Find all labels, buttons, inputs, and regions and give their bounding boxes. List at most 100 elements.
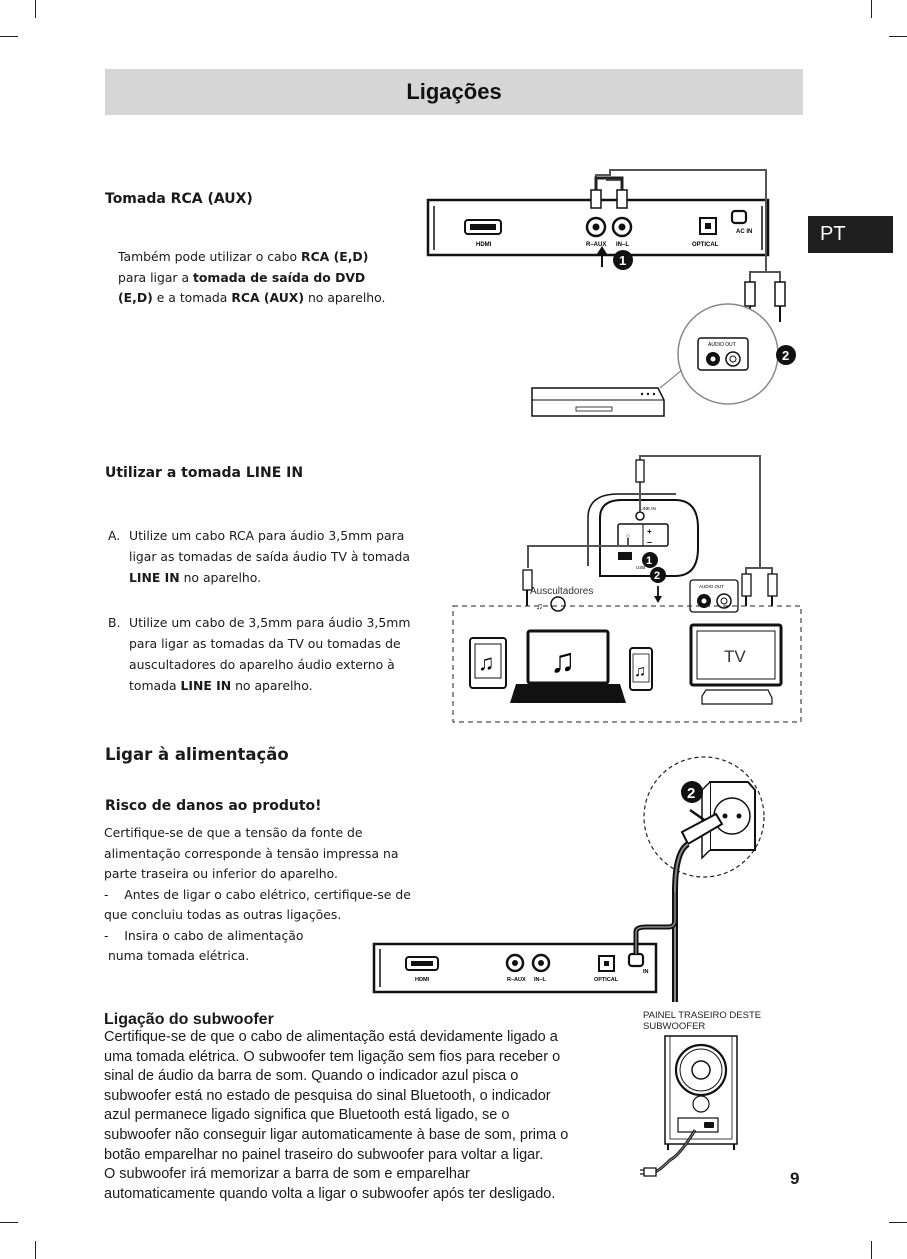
step-2-badge <box>650 567 666 583</box>
power-heading: Ligar à alimentação <box>105 745 289 764</box>
rca-text-4: no aparelho. <box>304 290 386 305</box>
linein-heading: Utilizar a tomada LINE IN <box>105 465 304 481</box>
item-a-line1: Utilize um cabo RCA para áudio 3,5mm par… <box>129 528 405 543</box>
in-label: IN <box>643 969 649 975</box>
svg-text:○: ○ <box>626 533 630 540</box>
step-2-badge <box>681 781 703 803</box>
crop-mark <box>35 1241 36 1259</box>
linein-item-b: B. Utilize um cabo de 3,5mm para áudio 3… <box>108 612 448 696</box>
power-line: parte traseira ou inferior do aparelho. <box>104 866 338 881</box>
power-line: - Insira o cabo de alimentação <box>104 927 304 943</box>
rca-description: Também pode utilizar o cabo RCA (E,D) pa… <box>118 247 418 309</box>
crop-mark <box>889 1222 907 1223</box>
rca-bold-4: RCA (AUX) <box>231 290 305 305</box>
step-2-label: 2 <box>654 570 660 582</box>
subwoofer-line: azul permanece ligado significa que Blue… <box>104 1107 510 1124</box>
tv-label: TV <box>724 647 746 666</box>
item-b-pre: tomada <box>129 678 181 693</box>
page-title: Ligações <box>406 79 502 104</box>
music-note-icon: ♫ <box>478 650 495 675</box>
rca-plug-icon <box>616 189 628 209</box>
rca-bold-3: (E,D) <box>118 290 153 305</box>
rca-plug-icon <box>774 281 786 307</box>
r-aux-label: R–AUX <box>507 977 526 983</box>
svg-text:+: + <box>647 527 652 536</box>
item-b-tail: no aparelho. <box>231 678 313 693</box>
item-b-line1: Utilize um cabo de 3,5mm para áudio 3,5m… <box>129 615 411 630</box>
pair-button-panel <box>677 1117 719 1133</box>
power-plug-icon <box>680 812 724 846</box>
rca-plug-icon <box>741 573 752 597</box>
subwoofer-description: Certifique-se de que o cabo de alimentaç… <box>104 1028 568 1204</box>
subwoofer-line: subwoofer está no estado de pesquisa do … <box>104 1087 551 1104</box>
hdmi-label: HDMI <box>415 977 430 983</box>
hdmi-label: HDMI <box>476 242 492 248</box>
linein-item-a: A. Utilize um cabo RCA para áudio 3,5mm … <box>108 525 448 588</box>
subwoofer-line: subwoofer não conseguir ligar automatica… <box>104 1126 569 1143</box>
ac-in-port-icon <box>627 952 645 968</box>
subwoofer-heading: Ligação do subwoofer <box>104 1011 274 1028</box>
subwoofer-line: O subwoofer irá memorizar a barra de som… <box>104 1166 470 1183</box>
linein-connection-diagram: LINE IN ○+– USB 1 2 Auscultadores ♫ AUDI… <box>452 455 802 723</box>
external-devices-box <box>452 605 802 723</box>
svg-text:–: – <box>647 537 652 547</box>
rca-text-3: e a tomada <box>152 290 232 305</box>
subwoofer-line: automaticamente quando volta a ligar o s… <box>104 1185 556 1202</box>
power-connection-diagram: 2 HDMI R–AUX IN–L OPTICAL IN <box>372 756 765 1002</box>
usb-port-icon <box>618 552 632 560</box>
language-tab-label: PT <box>820 223 846 245</box>
item-a-marker: A. <box>108 528 121 543</box>
step-2-label: 2 <box>687 785 695 802</box>
item-b-line3: auscultadores do aparelho áudio externo … <box>129 657 395 672</box>
l-aux-label: IN–L <box>616 242 629 248</box>
crop-mark <box>889 36 907 37</box>
crop-mark <box>0 36 18 37</box>
item-b-line2: para ligar as tomadas da TV ou tomadas d… <box>129 636 401 651</box>
rca-bold-1: RCA (E,D) <box>301 249 369 264</box>
set-top-box-icon <box>701 689 773 705</box>
crop-mark <box>871 0 872 18</box>
power-plug-icon <box>643 1167 657 1177</box>
headphones-label: Auscultadores <box>530 586 593 597</box>
subwoofer-line: sinal de áudio da barra de som. Quando o… <box>104 1068 519 1085</box>
subwoofer-line: botão emparelhar no painel traseiro do s… <box>104 1146 544 1163</box>
item-a-bold: LINE IN <box>129 570 180 585</box>
power-line: que concluiu todas as outras ligações. <box>104 907 342 922</box>
subwoofer-line: uma tomada elétrica. O subwoofer tem lig… <box>104 1048 561 1065</box>
rca-text-1: Também pode utilizar o cabo <box>118 249 302 264</box>
step-1-badge <box>613 250 633 270</box>
item-b-bold: LINE IN <box>180 678 232 693</box>
page-title-bar: Ligações <box>105 69 803 115</box>
page-number: 9 <box>790 1169 800 1188</box>
rca-plug-icon <box>744 281 756 307</box>
usb-label: USB <box>636 565 645 570</box>
language-tab: PT <box>808 216 893 253</box>
power-line: numa tomada elétrica. <box>104 948 250 963</box>
panel-label-2: SUBWOOFER <box>643 1021 706 1032</box>
music-note-icon: ♫ <box>634 663 646 680</box>
subwoofer-rear-diagram <box>640 1035 738 1177</box>
step-1-badge <box>642 552 658 568</box>
line-in-label: LINE IN <box>640 506 656 511</box>
laptop-icon <box>526 629 610 685</box>
audio-out-label: AUDIO OUT <box>708 342 736 348</box>
headphone-icon: ♫ <box>536 601 543 611</box>
crop-mark <box>0 1222 18 1223</box>
power-description: Certifique-se de que a tensão da fonte d… <box>104 823 464 967</box>
ac-in-label: AC IN <box>736 229 752 235</box>
panel-label-1: PAINEL TRASEIRO DESTE <box>643 1010 762 1021</box>
step-2-label: 2 <box>782 348 789 363</box>
rca-plug-icon <box>590 189 602 209</box>
line-in-jack-icon <box>635 511 645 521</box>
crop-mark <box>35 0 36 18</box>
rca-connection-diagram: HDMI R–AUX IN–L OPTICAL AC IN 1 AUDIO OU… <box>426 169 796 417</box>
headphone-jack-icon <box>550 596 566 612</box>
rca-text-2: para ligar a <box>118 269 193 285</box>
optical-label: OPTICAL <box>594 977 619 983</box>
r-aux-label: R–AUX <box>586 242 606 248</box>
l-aux-label: IN–L <box>534 977 547 983</box>
rca-bold-2: tomada de saída do DVD <box>193 269 366 285</box>
warning-heading: Risco de danos ao produto! <box>105 798 322 814</box>
rca-heading: Tomada RCA (AUX) <box>105 191 253 207</box>
audio-out-label: AUDIO OUT <box>699 584 724 589</box>
